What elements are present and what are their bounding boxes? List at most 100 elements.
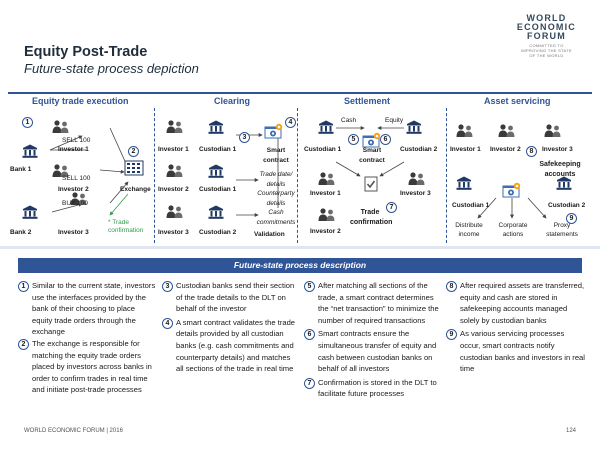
- phase-divider: [154, 108, 155, 243]
- step-1-marker: 1: [22, 117, 33, 128]
- step-number: 4: [162, 317, 173, 329]
- step-8-marker: 8: [526, 146, 537, 157]
- clearing-investor-3-icon: [166, 205, 184, 219]
- settlement-investor-3-label: Investor 3: [400, 190, 431, 197]
- footer-source: WORLD ECONOMIC FORUM | 2016: [24, 428, 123, 434]
- logo-line-1: WORLD: [526, 13, 567, 23]
- cash-label: Cash: [268, 209, 284, 216]
- servicing-smart-contract-icon: [502, 182, 522, 198]
- description-text: Smart contracts ensure the simultaneous …: [318, 329, 437, 374]
- settlement-arrow-left: [335, 161, 361, 177]
- trade-details-list: Trade date/ details Counterparty details…: [254, 170, 298, 227]
- bank-building-icon: [22, 205, 38, 219]
- servicing-arrow-right: [527, 197, 547, 219]
- distribute-income-label: Distribute income: [455, 222, 483, 238]
- settlement-custodian-2-icon: [406, 120, 422, 134]
- page-subtitle: Future-state process depiction: [24, 61, 199, 76]
- buy-to-exchange-arrow: [109, 181, 129, 204]
- buy-order-label: BUY 100: [62, 200, 88, 207]
- clearing-custodian-2-icon: [208, 205, 224, 219]
- page-title: Equity Post-Trade: [24, 44, 148, 60]
- investor-2-label: Investor 2: [58, 186, 89, 193]
- step-number: 7: [304, 377, 315, 389]
- trade-confirmation-label: * Trade confirmation: [108, 219, 144, 234]
- description-text: As various servicing processes occur, sm…: [460, 329, 585, 374]
- counterparty-label: Counterparty: [257, 190, 295, 197]
- servicing-arrow-left: [477, 197, 497, 219]
- bank-1-label: Bank 1: [10, 166, 32, 173]
- step-number: 5: [304, 281, 315, 292]
- corporate-actions-label: Corporate actions: [498, 222, 528, 238]
- counterparty-details-label: details: [266, 199, 286, 207]
- clearing-investor-2-icon: [166, 164, 184, 178]
- servicing-investor-1-icon: [456, 124, 474, 138]
- cash-commitments-label: commitments: [256, 218, 296, 226]
- trade-confirmation-text: Trade confirmation: [108, 219, 144, 234]
- servicing-investor-3-label: Investor 3: [542, 146, 573, 153]
- clearing-smart-contract-label: Smart contract: [263, 147, 289, 164]
- phase-settlement: Settlement: [344, 96, 391, 106]
- settlement-investor-2-label: Investor 2: [310, 228, 341, 235]
- investor-to-exchange-arrow: [99, 169, 125, 174]
- servicing-investor-1-label: Investor 1: [450, 146, 481, 153]
- step-6-marker: 6: [380, 134, 391, 145]
- clearing-custodian-2-label: Custodian 2: [199, 229, 237, 236]
- clearing-custodian-1-label: Custodian 1: [199, 146, 237, 153]
- settlement-investor-1-label: Investor 1: [310, 190, 341, 197]
- step-number: 6: [304, 329, 315, 341]
- wef-logo: WORLD ECONOMIC FORUM COMMITTED TO IMPROV…: [516, 13, 576, 59]
- description-heading: Future-state process description: [18, 258, 582, 273]
- settlement-arrow-right: [379, 161, 405, 177]
- logo-line-2: ECONOMIC: [516, 22, 576, 32]
- investor-1-label: Investor 1: [58, 146, 89, 153]
- clearing-investor-1-icon: [166, 120, 184, 134]
- servicing-custodian-1-icon: [456, 176, 472, 190]
- servicing-investor-2-label: Investor 2: [490, 146, 521, 153]
- bank-building-icon: [22, 144, 38, 158]
- clearing-custodian-1-icon: [208, 120, 224, 134]
- settlement-custodian-1-icon: [318, 120, 334, 134]
- settlement-investor-2-icon: [318, 208, 336, 222]
- phase-divider: [297, 108, 298, 243]
- exchange-icon: [124, 160, 144, 176]
- phase-execution: Equity trade execution: [32, 96, 129, 106]
- settlement-custodian-1-label: Custodian 1: [304, 146, 342, 153]
- confirmation-document-icon: [364, 176, 378, 192]
- logo-tagline: COMMITTED TO IMPROVING THE STATE OF THE …: [520, 43, 572, 58]
- phase-divider: [446, 108, 447, 243]
- servicing-custodian-1-label: Custodian 1: [452, 202, 490, 209]
- clearing-investor-1-label: Investor 1: [158, 146, 189, 153]
- description-text: The exchange is responsible for matching…: [32, 338, 152, 395]
- sell-order-label-2: SELL 100: [62, 175, 91, 182]
- equity-flow-label: Equity: [385, 117, 404, 124]
- phase-asset-servicing: Asset servicing: [484, 96, 551, 106]
- servicing-custodian-2-label: Custodian 2: [548, 202, 586, 209]
- sell-order-label: SELL 100: [62, 137, 91, 144]
- phase-clearing: Clearing: [214, 96, 251, 106]
- sell-order-arrow: [49, 135, 83, 151]
- diagram-connectors: [49, 126, 547, 219]
- settlement-investor-1-icon: [318, 172, 336, 186]
- trade-details-label: details: [266, 180, 286, 188]
- investor-1-icon: [52, 120, 70, 134]
- description-text: After required assets are transferred, e…: [460, 281, 585, 325]
- phase-top-rule: [8, 92, 592, 94]
- bank-2-label: Bank 2: [10, 229, 32, 236]
- settlement-trade-confirmation-label: Trade confirmation: [350, 209, 393, 226]
- validation-label: Validation: [254, 231, 285, 238]
- smart-contract-icon: [264, 123, 284, 139]
- step-9-marker: 9: [566, 213, 577, 224]
- settlement-custodian-2-label: Custodian 2: [400, 146, 438, 153]
